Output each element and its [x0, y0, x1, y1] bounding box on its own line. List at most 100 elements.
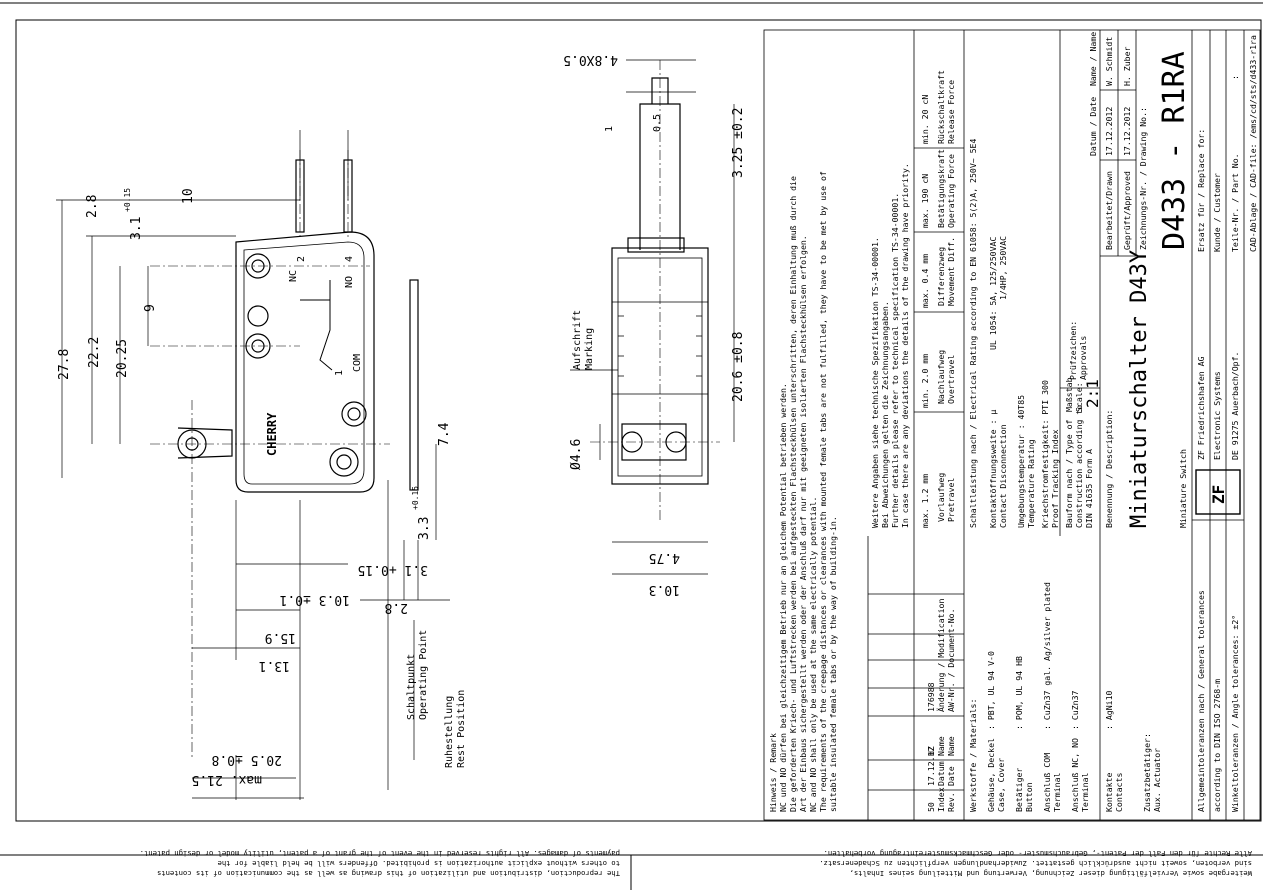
dim-22-2: 22.2 — [87, 337, 102, 368]
mat-kontakte-val: : AgNi10 — [1104, 690, 1114, 730]
mat-kontakte-de: Kontakte — [1104, 772, 1114, 812]
tb-massstab: Maßstab — [1064, 377, 1074, 412]
dim-3-1a-tol: +0.15 — [123, 188, 132, 212]
rating-ul: UL 1054: 5A, 125/250VAC — [988, 237, 998, 350]
label-2: 2 — [296, 256, 307, 262]
rating-temp-de: Umgebungstemperatur : 40T85 — [1016, 395, 1026, 528]
tb-company2: Electronic Systems — [1212, 371, 1222, 460]
overtravel-en: Overtravel — [946, 355, 956, 404]
tb-benennung: Benennung / Description: — [1104, 410, 1114, 528]
rating-kontakt-de: Kontaktöffnungsweite : µ — [988, 410, 998, 528]
dim-10: 10 — [181, 188, 196, 204]
rev-h-aw: AW-Nr. / Document-No. — [946, 608, 956, 712]
mat-betaetiger-de: Betätiger — [1014, 768, 1024, 812]
rating-schalt: Schaltleistung nach / Electrical Rating … — [968, 139, 978, 528]
further-line-4: In case there are any deviations the det… — [900, 163, 910, 528]
diff-en: Movement Diff. — [946, 237, 956, 306]
remark-line-4: NC and NO shall only be used at the same… — [808, 497, 818, 812]
mat-com-val: : CuZn37 gal. Ag/silver plated — [1042, 582, 1052, 730]
label-nc: NC — [288, 270, 299, 282]
tb-zeichnung: Zeichnungs-Nr. / Drawing No.: — [1138, 107, 1148, 250]
dim-15-9: 15.9 — [265, 630, 296, 645]
mat-zusatz-de: Zusatzbetätiger: — [1142, 733, 1152, 812]
diff-val: max. 0.4 mm — [920, 254, 930, 308]
relforce-en: Release Force — [946, 80, 956, 144]
materials-title: Werkstoffe / Materials: — [968, 699, 978, 812]
dim-3-3: 3.3 — [417, 517, 432, 540]
rev-h-date: Date — [946, 766, 956, 786]
overtravel-val: min. 2.0 mm — [920, 354, 930, 408]
mat-nc-de: Anschluß NC, NO — [1070, 738, 1080, 812]
dim-7-4: 7.4 — [437, 422, 452, 446]
front-view-labels: NC 2 4 NO 1 COM CHERRY Schaltpunkt Opera… — [265, 256, 467, 768]
drawing-frame — [15, 19, 1262, 822]
notice-right-3: Alle Rechte für den Fall der Patent-, Ge… — [824, 849, 1252, 858]
mat-betaetiger-val: : POM, UL 94 HB — [1014, 656, 1024, 730]
tb-drawing-no: D433 - R1RA — [1157, 51, 1192, 250]
mat-nc-en: Terminal — [1080, 772, 1090, 812]
dim-4-8x0-5: 4.8X0.5 — [563, 52, 618, 67]
rev-h-datum: Datum — [936, 761, 946, 786]
tb-title: Miniaturschalter D43Y — [1127, 250, 1152, 528]
rev-h-index: Index — [936, 787, 946, 812]
tb-winkel: Winkeltoleranzen / Angle tolerances: ±2° — [1230, 615, 1240, 812]
dim-20-25: 20.25 — [115, 339, 130, 378]
mat-com-en: Terminal — [1052, 772, 1062, 812]
dim-1: 1 — [604, 126, 615, 132]
mat-gehaeuse-val: : PBT, UL 94 V-0 — [986, 651, 996, 730]
dim-20-5: 20.5 ±0.8 — [212, 752, 282, 767]
label-no: NO — [344, 276, 355, 288]
further-line-1: Weitere Angaben siehe technische Spezifi… — [870, 237, 880, 528]
tb-cad: CAD-Ablage / CAD-file: /ems/cd/sts/d433-… — [1248, 35, 1258, 252]
mat-gehaeuse-en: Case, Cover — [996, 758, 1006, 812]
tb-bauform: Bauform nach / Type of — [1064, 419, 1074, 528]
remark-title: Hinweis / Remark — [768, 733, 778, 812]
dim-9: 9 — [143, 304, 158, 312]
dim-0-5: 0.5 — [652, 114, 663, 132]
dim-3-25: 3.25 ±0.2 — [731, 108, 746, 178]
tb-allg: Allgemeintoleranzen nach / General toler… — [1196, 590, 1206, 812]
tb-teile: Teile-Nr. / Part No. — [1230, 153, 1240, 252]
tb-scale: Scale: — [1074, 382, 1084, 412]
opforce-en: Operating Force — [946, 154, 956, 228]
mat-nc-val: : CuZn37 — [1070, 690, 1080, 730]
rev-h-name: Name — [936, 736, 946, 756]
mat-gehaeuse-de: Gehäuse, Deckel — [986, 738, 996, 812]
tb-geprueft-date: 17.12.2012 — [1122, 107, 1132, 156]
rev-h-rev: Rev. — [946, 792, 956, 812]
remark-line-1: NC und NO dürfen bei gleichzeitigem Betr… — [778, 383, 788, 812]
dim-3-1b: 3.1 +0.15 — [358, 562, 428, 577]
tb-teile-val: : — [1230, 75, 1240, 80]
rating-ul2: 1/4HP, 250VAC — [998, 236, 1008, 300]
copyright-notice: The reproduction, distribution and utili… — [140, 849, 1252, 878]
rev-h-name2: Name — [946, 736, 956, 756]
rev-h-aend: Änderung / Modification — [936, 599, 946, 712]
mat-kontakte-en: Contacts — [1114, 772, 1124, 812]
rating-approvals: Approvals — [1078, 336, 1088, 380]
mat-zusatz-en: Aux. Actuator — [1152, 748, 1162, 812]
side-view-labels: Aufschrift Marking — [572, 310, 595, 370]
dim-3-3-tol: +0.15 — [411, 486, 420, 510]
brand-logo: CHERRY — [265, 412, 279, 456]
dim-4-75: 4.75 — [649, 550, 680, 565]
relforce-de: Rückschaltkraft — [936, 70, 946, 144]
relforce-val: min. 20 cN — [920, 95, 930, 144]
tb-company1: ZF Friedrichshafen AG — [1196, 356, 1206, 460]
front-view — [56, 130, 450, 800]
rating-pruef: Prüfzeichen: — [1068, 321, 1078, 380]
rating-kontakt-en: Contact Disconnection — [998, 424, 1008, 528]
tb-ersatz: Ersatz für / Replace for: — [1196, 129, 1206, 252]
rating-pti-de: Kriechstromfestigkeit: PTI 300 — [1040, 380, 1050, 528]
rating-temp-en: Temperature Rating — [1026, 439, 1036, 528]
dim-20-6: 20.6 ±0.8 — [731, 332, 746, 402]
front-view-dimensions: 27.8 22.2 20.25 9 2.8 3.1 +0.15 10 7.4 3… — [57, 188, 452, 787]
notice-left-3: payments of damages. All rights reserved… — [140, 849, 620, 858]
further-line-3: Further details please refer to technica… — [890, 193, 900, 528]
dim-2-8a: 2.8 — [85, 195, 100, 218]
overtravel-de: Nachlaufweg — [936, 350, 946, 404]
rev-doc: 176988 — [926, 682, 936, 712]
opforce-val: max. 190 cN — [920, 174, 930, 228]
notice-right-1: Weitergabe sowie Vervielfältigung dieser… — [850, 869, 1252, 878]
